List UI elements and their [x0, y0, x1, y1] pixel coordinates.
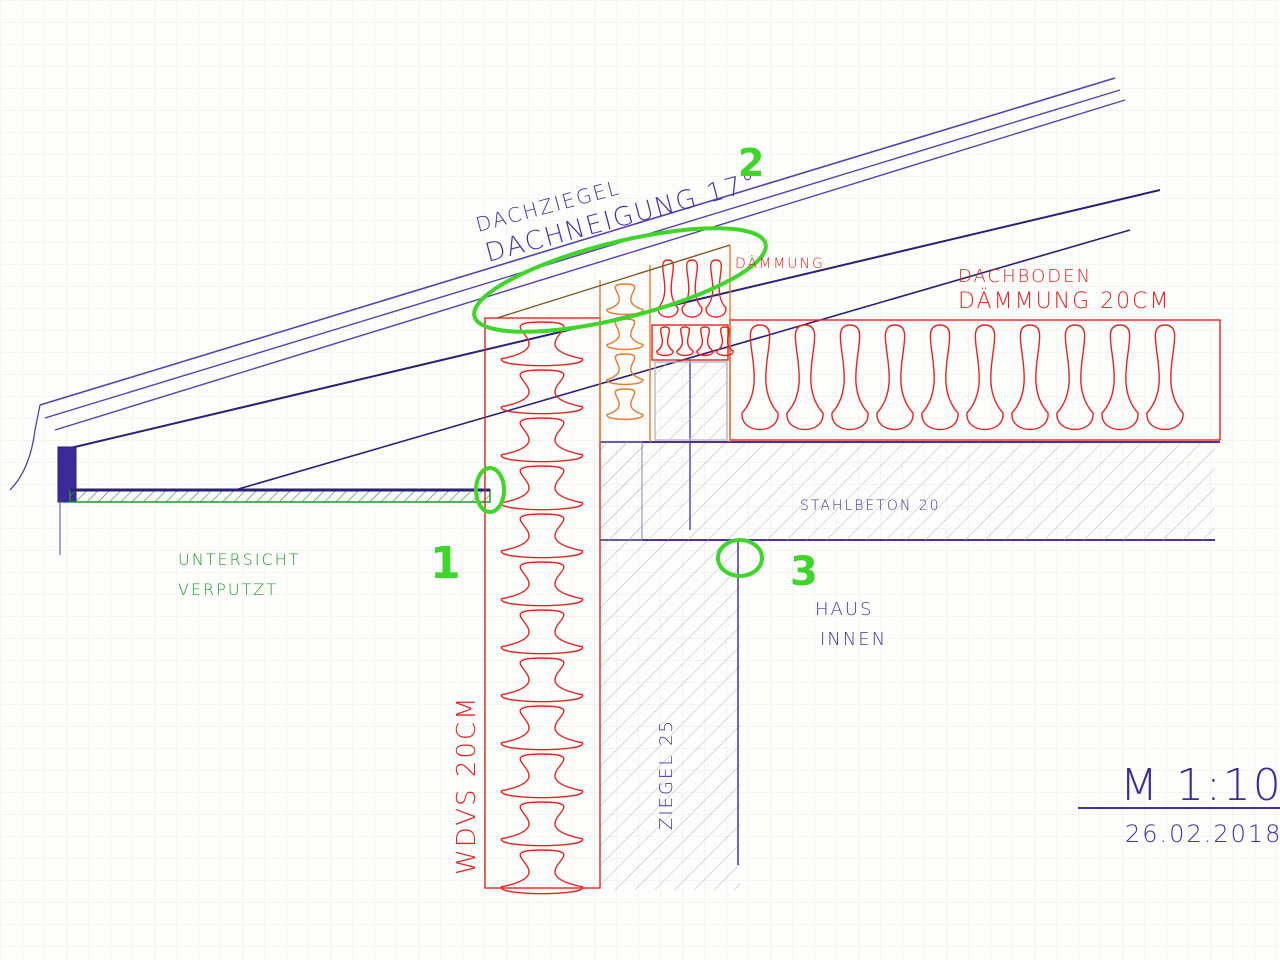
insulation-loop	[500, 417, 584, 463]
insulation-loop	[500, 657, 584, 703]
label-attic-1: DACHBODEN	[958, 266, 1092, 287]
insulation-loop	[741, 324, 779, 431]
insulation-loop	[657, 259, 679, 318]
marker-1-circle	[474, 466, 506, 514]
insulation-loop	[500, 513, 584, 559]
insulation-loop	[786, 324, 824, 431]
brick-wall	[600, 540, 740, 890]
marker-2-label: 2	[738, 141, 764, 185]
marker-3-circle	[716, 538, 764, 578]
concrete-slab	[600, 442, 1215, 540]
insulation-loop	[500, 609, 584, 655]
label-scale: M 1:10	[1120, 760, 1280, 811]
label-attic-2: DÄMMUNG 20CM	[958, 287, 1171, 314]
soffit-plaster	[69, 489, 491, 503]
marker-1-label: 1	[430, 538, 461, 589]
label-concrete: STAHLBETON 20	[800, 498, 941, 514]
markers	[472, 226, 768, 578]
label-soffit-2: VERPUTZT	[178, 580, 278, 599]
insulation-loop	[500, 465, 584, 511]
insulation-loop	[500, 561, 584, 607]
marker-2-ellipse	[472, 226, 768, 334]
insulation-loop	[500, 753, 584, 799]
label-wdvs: WDVS 20CM	[452, 696, 482, 876]
insulation-loop	[1146, 324, 1184, 431]
insulation-loop	[676, 326, 694, 357]
label-inside-2: INNEN	[820, 629, 887, 650]
label-inside-1: HAUS	[815, 599, 873, 620]
label-insulation-small: DÄMMUNG	[735, 255, 825, 272]
insulation-loop	[966, 324, 1004, 431]
insulation-loop	[606, 283, 644, 316]
insulation-loop	[656, 326, 674, 357]
insulation-loop	[831, 324, 869, 431]
insulation-loop	[681, 259, 703, 318]
insulation-loop	[1101, 324, 1139, 431]
label-brick: ZIEGEL 25	[656, 719, 677, 830]
insulation-loop	[716, 326, 734, 357]
insulation-loop	[500, 705, 584, 751]
insulation-loop	[500, 801, 584, 847]
insulation-loop	[500, 369, 584, 415]
insulation-loop	[606, 388, 644, 421]
insulation-loop	[696, 326, 714, 357]
label-soffit-1: UNTERSICHT	[178, 550, 301, 569]
insulation-loop	[1011, 324, 1049, 431]
insulation-loop	[606, 353, 644, 386]
label-date: 26.02.2018	[1125, 820, 1280, 848]
insulation-loop	[705, 259, 727, 318]
insulation-loop	[606, 318, 644, 351]
insulation-loop	[876, 324, 914, 431]
insulation-loop	[921, 324, 959, 431]
insulation-loop	[500, 849, 584, 895]
marker-3-label: 3	[790, 549, 818, 595]
insulation-loop	[1056, 324, 1094, 431]
